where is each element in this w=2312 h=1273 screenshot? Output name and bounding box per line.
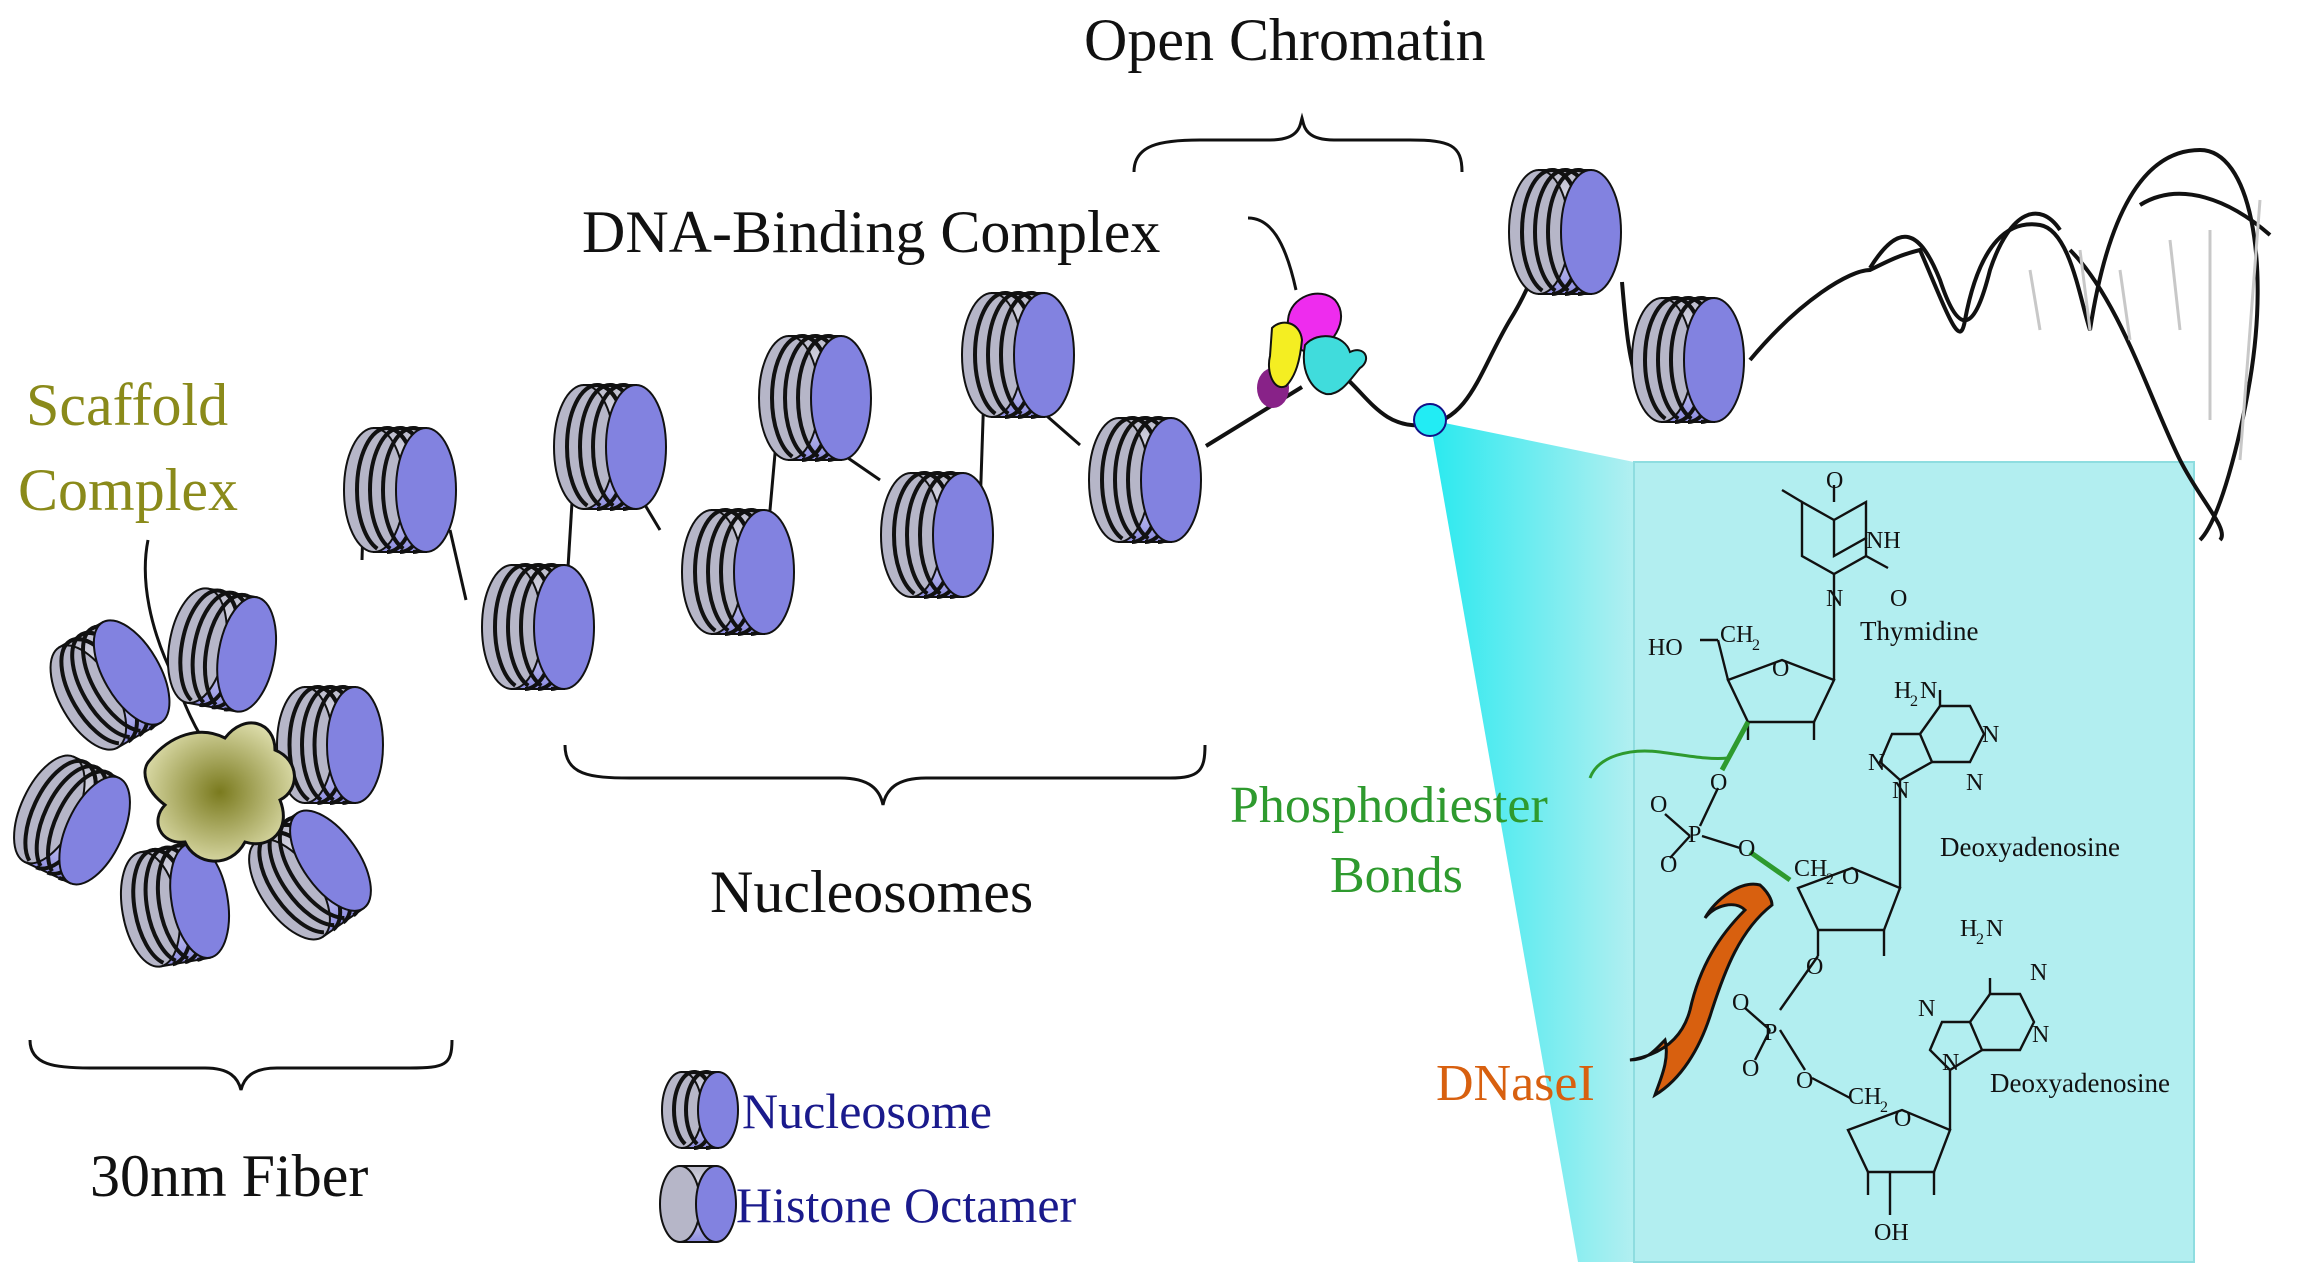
- h2n-label-1: H: [1894, 678, 1911, 704]
- nucleosomes-label: Nucleosomes: [710, 859, 1033, 925]
- nh-label: NH: [1866, 528, 1901, 554]
- fiber-nucleosomes: [13, 587, 384, 968]
- fiber-nucleosome-5: [120, 842, 230, 968]
- oh-label: OH: [1874, 1220, 1909, 1246]
- fiber-nucleosome-2: [167, 587, 277, 713]
- fiber-brace: [28, 1039, 454, 1091]
- ch2-sub-3: 2: [1880, 1099, 1888, 1116]
- scaffold-complex-shape: [143, 721, 296, 863]
- n-label-5: N: [1892, 778, 1909, 804]
- chemical-labels: Thymidine Deoxyadenosine Deoxyadenosine …: [1648, 468, 2170, 1246]
- o-label-12: O: [1796, 1068, 1813, 1094]
- open-nucleosome-2: [1631, 296, 1745, 424]
- nucleosome-3: [553, 383, 667, 511]
- o-label-13: O: [1894, 1106, 1911, 1132]
- deoxyadenosine-label-1: Deoxyadenosine: [1940, 832, 2120, 862]
- ch2-label-2: CH: [1794, 856, 1827, 882]
- nucleosome-2: [481, 563, 595, 691]
- dna-binding-complex-label: DNA-Binding Complex: [582, 199, 1160, 265]
- scaffold-label-line1: Scaffold: [26, 372, 228, 438]
- open-chromatin-brace: [1132, 112, 1464, 173]
- legend-nucleosome-label: Nucleosome: [742, 1083, 992, 1139]
- o-label-4: O: [1710, 770, 1727, 796]
- dnase-label: DNaseI: [1436, 1055, 1595, 1112]
- zoom-beam: [1430, 420, 1634, 1262]
- n-label-4: N: [1966, 770, 1983, 796]
- nucleosome-chain: [343, 291, 1202, 691]
- phosphodiester-label-line1: Phosphodiester: [1230, 777, 1548, 834]
- nucleosome-8: [1088, 416, 1202, 544]
- thymidine-label: Thymidine: [1860, 616, 1978, 646]
- n-label-9: N: [1942, 1050, 1959, 1076]
- ch2-sub-1: 2: [1752, 637, 1760, 654]
- o-label-6: O: [1660, 852, 1677, 878]
- ho-label: HO: [1648, 635, 1683, 661]
- h2n-sub-1: 2: [1910, 693, 1918, 710]
- o-label-1: O: [1826, 468, 1843, 494]
- dna-strand: [1204, 147, 2272, 542]
- h2n-sub-2: 2: [1976, 931, 1984, 948]
- open-nucleosome-1: [1508, 168, 1622, 296]
- phosphodiester-label-line2: Bonds: [1330, 847, 1463, 904]
- h2n-n-1: N: [1920, 678, 1937, 704]
- dna-rungs: [2028, 199, 2262, 461]
- fiber-nucleosome-1: [49, 619, 171, 751]
- n-label-6: N: [1918, 996, 1935, 1022]
- n-label-7: N: [2030, 960, 2047, 986]
- fiber-nucleosome-6: [248, 809, 372, 941]
- protein-cyan: [1302, 335, 1368, 396]
- o-label-2: O: [1890, 586, 1907, 612]
- protein-yellow: [1268, 321, 1304, 389]
- deoxyadenosine-label-2: Deoxyadenosine: [1990, 1068, 2170, 1098]
- dna-zoom-inset: [1430, 420, 2195, 1263]
- nucleosome-5: [758, 334, 872, 462]
- n-label-3: N: [1982, 722, 1999, 748]
- p-label-2: P: [1764, 1020, 1777, 1046]
- o-label-3: O: [1772, 656, 1789, 682]
- ch2-sub-2: 2: [1826, 871, 1834, 888]
- nucleosome-6: [880, 471, 994, 599]
- cut-site-marker: [1413, 403, 1447, 437]
- dnase-enzyme: [1629, 882, 1774, 1099]
- o-label-8: O: [1842, 864, 1859, 890]
- inset-panel: [1633, 461, 2195, 1263]
- o-label-5: O: [1650, 792, 1667, 818]
- nucleosomes-brace: [563, 744, 1207, 806]
- legend-histone-octamer-label: Histone Octamer: [736, 1177, 1077, 1233]
- open-chromatin-nucleosomes: [1508, 168, 1745, 424]
- nucleosome-4: [681, 508, 795, 636]
- phosphodiester-pointer: [1588, 749, 1729, 779]
- scaffold-label-line2: Complex: [18, 457, 238, 523]
- fiber-label: 30nm Fiber: [90, 1143, 368, 1209]
- h2n-n-2: N: [1986, 916, 2003, 942]
- n-label-1: N: [1826, 586, 1843, 612]
- o-label-10: O: [1732, 990, 1749, 1016]
- h2n-label-2: H: [1960, 916, 1977, 942]
- nucleosome-7: [961, 291, 1075, 419]
- binding-complex-pointer: [1247, 216, 1298, 291]
- o-label-11: O: [1742, 1056, 1759, 1082]
- legend: Nucleosome Histone Octamer: [659, 1070, 1077, 1243]
- o-label-9: O: [1806, 954, 1823, 980]
- p-label-1: P: [1688, 822, 1701, 848]
- n-label-2: N: [1868, 750, 1885, 776]
- ch2-label-3: CH: [1848, 1084, 1881, 1110]
- dna-binding-complex: [1257, 292, 1368, 408]
- nucleosome-1: [343, 426, 457, 554]
- o-label-7: O: [1738, 836, 1755, 862]
- legend-nucleosome-icon: [661, 1070, 739, 1150]
- fiber-nucleosome-4: [13, 754, 131, 886]
- chemical-structure: [1664, 485, 2036, 1215]
- legend-nucleosome-cylinder: [661, 1070, 739, 1150]
- legend-histone-octamer-icon: [659, 1165, 737, 1243]
- ch2-label-1: CH: [1720, 622, 1753, 648]
- n-label-8: N: [2032, 1022, 2049, 1048]
- open-chromatin-label: Open Chromatin: [1084, 7, 1486, 73]
- legend-histone-cylinder: [659, 1165, 737, 1243]
